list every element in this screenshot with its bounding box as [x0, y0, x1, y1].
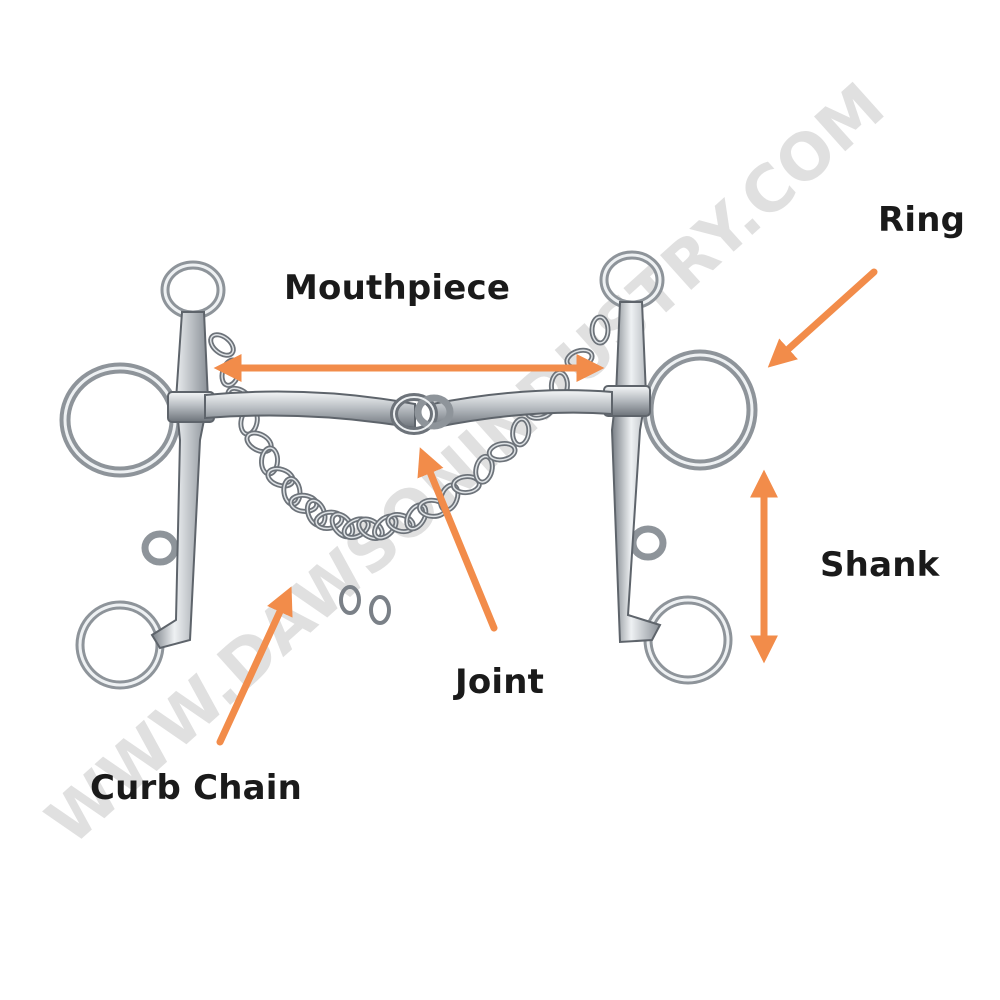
mouthpiece	[204, 389, 613, 435]
curb-chain-label: Curb Chain	[90, 768, 303, 808]
chain-link-highlight	[315, 511, 343, 530]
right-cheek	[599, 250, 758, 685]
chain-drop-link	[369, 595, 391, 625]
chain-link-highlight	[488, 442, 516, 461]
annotation-arrows	[213, 268, 878, 746]
chain-link-highlight	[373, 515, 397, 539]
joint-arrow	[417, 447, 498, 632]
left-shank	[150, 311, 210, 650]
chain-link-highlight	[511, 418, 530, 446]
chain-link-highlight	[591, 316, 609, 344]
chain-drop-link	[339, 585, 361, 615]
chain-link-highlight	[290, 494, 318, 513]
watermark: WWW.DAWSONINDUSTRY.COM	[33, 69, 899, 859]
ring-label: Ring	[878, 200, 966, 240]
left-cheek	[59, 260, 226, 690]
mouthpiece-label: Mouthpiece	[284, 268, 511, 308]
right-shank	[610, 301, 662, 644]
joint-label: Joint	[455, 662, 545, 702]
shank-label: Shank	[820, 545, 940, 585]
chain-link-highlight	[474, 455, 494, 483]
right-small-loop	[629, 525, 667, 561]
curb-chain-arrow	[216, 586, 293, 746]
ring-arrow	[767, 268, 878, 368]
left-small-loop	[141, 530, 179, 566]
joint-link-right	[414, 394, 454, 430]
chain-link-highlight	[343, 518, 370, 539]
chain-link-highlight	[209, 333, 235, 357]
